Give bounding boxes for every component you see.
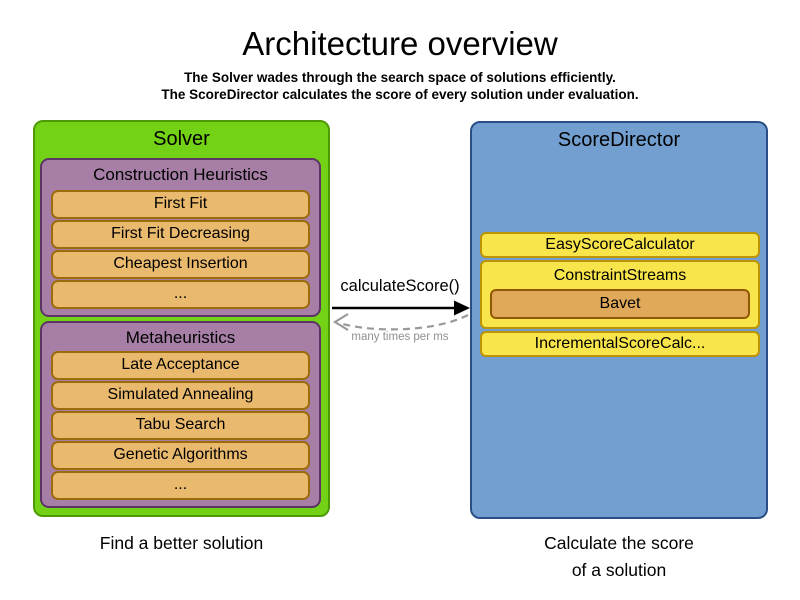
algorithm-item: Simulated Annealing — [51, 381, 310, 410]
score-director-caption-line-2: of a solution — [571, 560, 667, 580]
algorithm-item: Late Acceptance — [51, 351, 310, 380]
solver-title: Solver — [153, 128, 210, 150]
solver-box: Solver Construction Heuristics First Fit… — [33, 120, 330, 517]
score-director-box: ScoreDirector EasyScoreCalculator Constr… — [470, 121, 768, 519]
score-director-caption-line-1: Calculate the score — [544, 533, 694, 553]
solid-call-arrow — [332, 300, 470, 316]
score-director-caption: Calculate the score of a solution — [470, 530, 768, 584]
calculator-list: EasyScoreCalculator ConstraintStreams Ba… — [480, 232, 760, 359]
algorithm-item: Cheapest Insertion — [51, 250, 310, 279]
construction-heuristics-title: Construction Heuristics — [93, 165, 268, 184]
solver-caption: Find a better solution — [99, 533, 264, 553]
easy-score-calculator-box: EasyScoreCalculator — [480, 232, 760, 258]
calculate-score-label: calculateScore() — [340, 277, 460, 295]
algorithm-item: ... — [51, 280, 310, 309]
constraint-streams-label: ConstraintStreams — [553, 267, 687, 284]
algorithm-item: Tabu Search — [51, 411, 310, 440]
page-title: Architecture overview — [242, 25, 558, 62]
subtitle-line-2: The ScoreDirector calculates the score o… — [161, 87, 639, 102]
incremental-score-calculator-box: IncrementalScoreCalc... — [480, 331, 760, 357]
call-arrows — [332, 300, 470, 331]
bavet-box: Bavet — [490, 289, 750, 319]
algorithm-item: ... — [51, 471, 310, 500]
score-director-title: ScoreDirector — [557, 129, 681, 151]
dashed-return-arrow — [332, 313, 469, 331]
algorithm-item: First Fit Decreasing — [51, 220, 310, 249]
algorithm-item: First Fit — [51, 190, 310, 219]
metaheuristics-title: Metaheuristics — [125, 328, 236, 347]
subtitle-line-1: The Solver wades through the search spac… — [184, 70, 616, 85]
algorithm-item: Genetic Algorithms — [51, 441, 310, 470]
constraint-streams-box: ConstraintStreams Bavet — [480, 260, 760, 329]
frequency-label: many times per ms — [351, 331, 449, 343]
